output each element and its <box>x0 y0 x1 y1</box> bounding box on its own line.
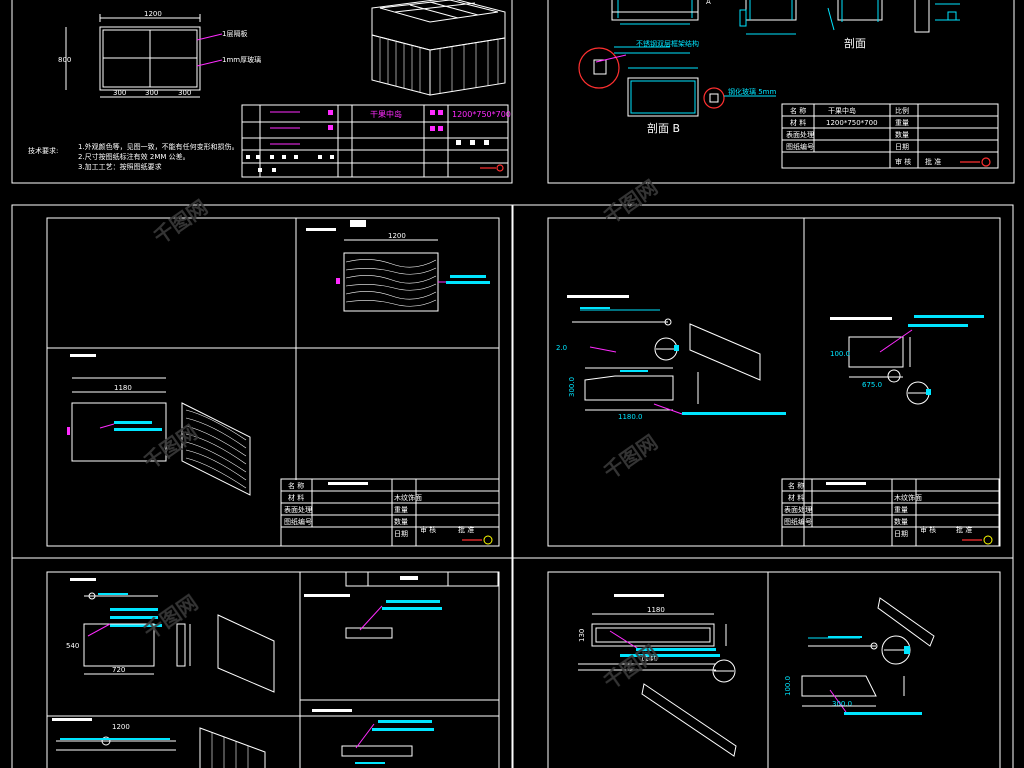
dim-height: 800 <box>58 56 71 64</box>
ml-tb-material: 材 料 <box>288 493 304 502</box>
mr-tb-approve: 批 准 <box>956 525 972 534</box>
notes-line-2: 2.尺寸按图纸标注有效 2MM 公差。 <box>78 152 190 161</box>
br-dim-d: 130 <box>578 629 586 642</box>
callout-glass: 1mm厚玻璃 <box>222 55 261 64</box>
mr-dim-b: 300.0 <box>568 377 576 397</box>
tb-row-name: 名 称 <box>790 106 806 115</box>
top-right-elevation-views: A 剖面 <box>611 0 960 50</box>
top-right-title-block: 名 称 材 料 表面处理 图纸编号 干果中岛 1200*750*700 比例 重… <box>781 103 999 169</box>
tb-qty: 数量 <box>895 130 909 139</box>
mr-dim-length: 1180.0 <box>618 413 643 421</box>
mr-tb-number: 图纸编号 <box>784 517 812 526</box>
mr-tb-finish: 表面处理 <box>784 505 812 514</box>
section-label-b: 剖面 B <box>647 121 680 135</box>
title-block-size: 1200*750*700 <box>452 110 511 119</box>
watermark-text-5: 千图网 <box>139 590 202 644</box>
dim-mid: 300 <box>145 89 158 97</box>
ml-tb-date: 日期 <box>394 530 408 538</box>
dim-bottom-width: 1180 <box>114 384 132 392</box>
ml-tb-value: 木纹饰面 <box>394 493 422 502</box>
middle-right-title-block: 名 称 材 料 表面处理 图纸编号 木纹饰面 重量 数量 日期 审 核 批 准 <box>781 478 1000 547</box>
bottom-left-drawing: 720 540 1200 <box>46 571 500 768</box>
ml-tb-qty: 数量 <box>394 517 408 526</box>
middle-left-title-block: 材 料 表面处理 图纸编号 名 称 木纹饰面 重量 数量 日期 审 核 批 准 <box>280 478 500 547</box>
tb-scale: 比例 <box>895 106 909 115</box>
ml-tb-review: 审 核 <box>420 525 436 534</box>
tb-approve: 批 准 <box>925 157 941 166</box>
watermark-text-4: 千图网 <box>599 430 662 484</box>
dim-width: 1200 <box>144 10 162 18</box>
notes-line-1: 1.外观颜色等，见图一致，不能有任何变形和损伤。 <box>78 142 239 151</box>
tb-row-finish: 表面处理 <box>786 130 814 139</box>
top-left-isometric-cabinet <box>371 0 506 96</box>
bl-dim-c: 1200 <box>112 723 130 731</box>
watermark-text-1: 千图网 <box>149 195 212 249</box>
ml-tb-weight: 重量 <box>394 506 408 514</box>
callout-frame: 不锈钢双层框架结构 <box>636 39 699 48</box>
top-right-section-b: 不锈钢双层框架结构 钢化玻璃 5mm 剖面 B <box>578 39 776 135</box>
dim-top-width: 1200 <box>388 232 406 240</box>
br-dim-b: 1140 <box>640 655 658 663</box>
tb-weight: 重量 <box>895 119 909 127</box>
br-dim-a: 1180 <box>647 606 665 614</box>
watermark-text-6: 千图网 <box>599 640 662 694</box>
bl-dim-b: 540 <box>66 642 79 650</box>
tb-review: 审 核 <box>895 157 911 166</box>
top-left-title-block: 干果中岛 1200*750*700 <box>241 104 511 178</box>
title-block-name: 干果中岛 <box>370 109 402 119</box>
bl-dim-a: 720 <box>112 666 125 674</box>
ml-tb-name: 名 称 <box>288 481 304 490</box>
svg-text:A: A <box>706 0 711 6</box>
sheet-frames <box>11 0 1015 768</box>
callout-glass-top-right: 钢化玻璃 5mm <box>728 87 776 96</box>
dim-left: 300 <box>113 89 126 97</box>
mr-tb-value: 木纹饰面 <box>894 493 922 502</box>
ml-tb-approve: 批 准 <box>458 525 474 534</box>
tb-row-material: 材 料 <box>790 118 806 127</box>
mr-tb-qty: 数量 <box>894 517 908 526</box>
section-label-a: 剖面 <box>844 36 866 50</box>
mr-dim-a: 2.0 <box>556 344 567 352</box>
mr-dim-c: 675.0 <box>862 381 882 389</box>
mr-tb-name: 名 称 <box>788 481 804 490</box>
mr-dim-d: 100.0 <box>830 350 850 358</box>
ml-tb-finish: 表面处理 <box>284 505 312 514</box>
tb-row-number: 图纸编号 <box>786 142 814 151</box>
top-left-plan-view: 1200 800 300 300 300 1层隔板 1mm厚玻璃 <box>58 10 261 98</box>
br-dim-e: 100.0 <box>784 676 792 696</box>
dim-right: 300 <box>178 89 191 97</box>
callout-shelf: 1层隔板 <box>222 29 247 38</box>
middle-left-drawing: 1200 1180 <box>46 217 500 547</box>
ml-tb-number: 图纸编号 <box>284 517 312 526</box>
tb-value-size: 1200*750*700 <box>826 119 878 127</box>
middle-right-drawing: 2.0 300.0 1180.0 675.0 100.0 <box>547 217 1001 547</box>
br-dim-c: 300.0 <box>832 700 852 708</box>
mr-tb-review: 审 核 <box>920 525 936 534</box>
mr-tb-weight: 重量 <box>894 506 908 514</box>
mr-tb-material: 材 料 <box>788 493 804 502</box>
mr-tb-date: 日期 <box>894 530 908 538</box>
tb-date: 日期 <box>895 143 909 151</box>
tb-value-name: 干果中岛 <box>828 106 856 115</box>
notes-heading: 技术要求: <box>28 146 58 155</box>
notes-line-3: 3.加工工艺：按照图纸要求 <box>78 162 162 171</box>
top-left-notes: 技术要求: 1.外观颜色等，见图一致，不能有任何变形和损伤。 2.尺寸按图纸标注… <box>28 142 239 171</box>
bottom-right-drawing: 1180 130 1140 100.0 300.0 <box>547 571 1001 768</box>
